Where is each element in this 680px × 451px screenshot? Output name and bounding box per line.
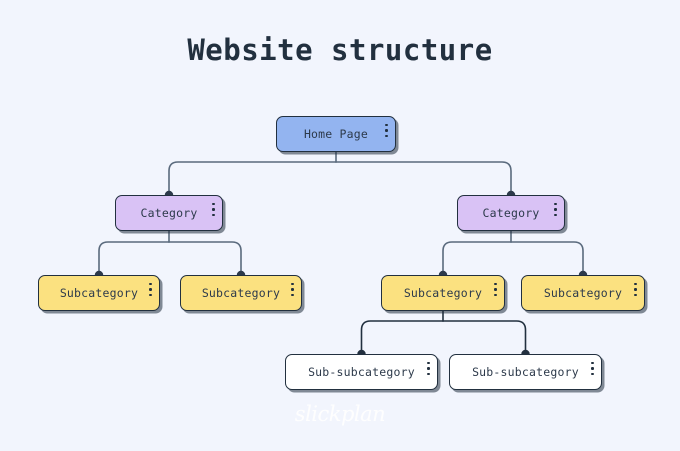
kebab-menu-icon[interactable] [554, 203, 557, 216]
node-sub3[interactable]: Subcategory [381, 275, 505, 311]
edge-home-to-cat2 [335, 161, 512, 196]
node-ssub2[interactable]: Sub-subcategory [449, 354, 602, 390]
kebab-menu-icon[interactable] [212, 203, 215, 216]
node-sub2[interactable]: Subcategory [180, 275, 302, 311]
kebab-menu-icon[interactable] [591, 362, 594, 375]
page-title: Website structure [187, 33, 493, 67]
node-label: Home Page [303, 127, 369, 141]
node-label: Category [482, 206, 540, 220]
kebab-menu-icon[interactable] [385, 124, 388, 137]
node-label: Sub-subcategory [308, 365, 415, 379]
edge-sub3-to-ssub2 [442, 320, 527, 355]
kebab-menu-icon[interactable] [634, 283, 637, 296]
node-label: Subcategory [201, 286, 281, 300]
edge-cat1-to-sub1 [98, 241, 170, 276]
edge-cat2-to-sub4 [510, 241, 584, 276]
node-label: Sub-subcategory [472, 365, 579, 379]
kebab-menu-icon[interactable] [494, 283, 497, 296]
kebab-menu-icon[interactable] [291, 283, 294, 296]
kebab-menu-icon[interactable] [427, 362, 430, 375]
edge-cat1-to-sub2 [168, 241, 242, 276]
node-label: Category [140, 206, 198, 220]
slickplan-watermark: slickplan [294, 402, 386, 426]
node-cat1[interactable]: Category [115, 195, 223, 231]
node-sub4[interactable]: Subcategory [521, 275, 645, 311]
node-label: Subcategory [403, 286, 483, 300]
edge-home-to-cat1 [168, 161, 337, 196]
node-label: Subcategory [59, 286, 139, 300]
node-ssub1[interactable]: Sub-subcategory [285, 354, 438, 390]
edge-cat2-to-sub3 [442, 241, 512, 276]
node-label: Subcategory [543, 286, 623, 300]
node-sub1[interactable]: Subcategory [38, 275, 160, 311]
node-cat2[interactable]: Category [457, 195, 565, 231]
edge-sub3-to-ssub1 [360, 320, 444, 355]
kebab-menu-icon[interactable] [149, 283, 152, 296]
node-home[interactable]: Home Page [276, 116, 396, 152]
